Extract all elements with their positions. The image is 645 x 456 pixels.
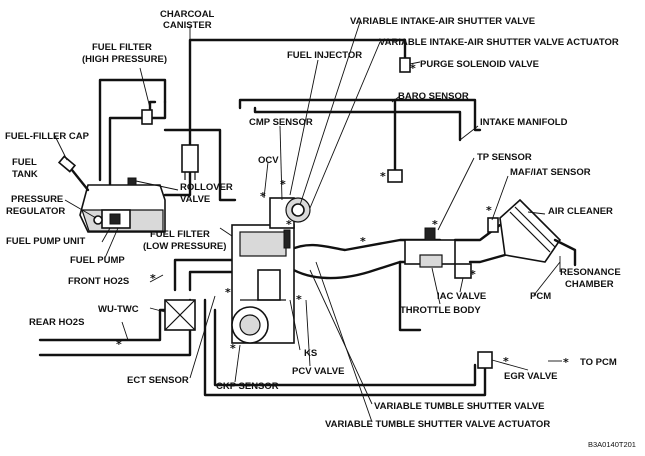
label-ks: KS xyxy=(304,348,317,359)
label-cmp-sensor: CMP SENSOR xyxy=(249,117,313,128)
ckp-marker: * xyxy=(230,342,236,355)
intake-runner-top xyxy=(288,238,442,252)
label-intake-manifold: INTAKE MANIFOLD xyxy=(480,117,568,128)
fuel-tank xyxy=(57,155,166,233)
egr-marker: * xyxy=(503,355,509,368)
label-resonance-chamber-1: RESONANCE xyxy=(560,267,621,278)
label-rollover-valve-2: VALVE xyxy=(180,194,210,205)
label-resonance-chamber-2: CHAMBER xyxy=(565,279,614,290)
label-to-pcm: TO PCM xyxy=(580,357,617,368)
throttle-body xyxy=(404,227,456,268)
cylinder-head xyxy=(269,197,311,229)
vis-marker: * xyxy=(360,235,366,248)
label-pressure-regulator-2: REGULATOR xyxy=(6,206,65,217)
ect-marker: * xyxy=(225,286,231,299)
ks-marker: * xyxy=(296,293,302,306)
label-charcoal-canister-1: CHARCOAL xyxy=(160,9,215,20)
label-fuel-filter-high-2: (HIGH PRESSURE) xyxy=(82,54,167,65)
wu-twc-converter xyxy=(164,299,196,331)
tp-marker: * xyxy=(432,218,438,231)
front-ho2s-marker: * xyxy=(150,272,156,285)
baro-marker: * xyxy=(380,170,386,183)
label-fuel-pump-unit: FUEL PUMP UNIT xyxy=(6,236,86,247)
rear-ho2s-marker: * xyxy=(116,338,122,351)
label-maf-iat-sensor: MAF/IAT SENSOR xyxy=(510,167,591,178)
pcm-markers: * * * * * * * * * * * * * * * xyxy=(116,62,509,368)
label-tp-sensor: TP SENSOR xyxy=(477,152,532,163)
fuel-injector xyxy=(283,229,291,249)
evap-line xyxy=(163,170,192,197)
air-cleaner xyxy=(499,198,577,267)
maf-marker: * xyxy=(486,204,492,217)
label-variable-intake-air-shutter-valve: VARIABLE INTAKE-AIR SHUTTER VALVE xyxy=(350,16,535,27)
intake-manifold-outline xyxy=(238,98,482,132)
fuel-filter-high xyxy=(141,109,153,125)
label-fuel-filler-cap: FUEL-FILLER CAP xyxy=(5,131,90,142)
label-fuel-injector: FUEL INJECTOR xyxy=(287,50,362,61)
label-wu-twc: WU-TWC xyxy=(98,304,139,315)
label-rear-ho2s: REAR HO2S xyxy=(29,317,84,328)
fuel-line-high xyxy=(98,78,167,182)
label-fuel-tank-2: TANK xyxy=(12,169,38,180)
intake-manifold-inner xyxy=(253,106,462,142)
component-labels: CHARCOAL CANISTER FUEL FILTER (HIGH PRES… xyxy=(5,9,636,449)
legend-symbol: * xyxy=(563,356,569,369)
ocv-marker: * xyxy=(260,190,266,203)
charcoal-canister xyxy=(181,144,199,180)
label-ect-sensor: ECT SENSOR xyxy=(127,375,189,386)
label-ocv: OCV xyxy=(258,155,279,166)
label-variable-intake-air-shutter-valve-actuator: VARIABLE INTAKE-AIR SHUTTER VALVE ACTUAT… xyxy=(379,37,619,48)
label-egr-valve: EGR VALVE xyxy=(504,371,558,382)
label-pressure-regulator-1: PRESSURE xyxy=(11,194,63,205)
rollover-valve xyxy=(127,177,137,186)
egr-valve xyxy=(477,351,493,369)
purge-solenoid-valve xyxy=(399,57,411,73)
egr-pipe xyxy=(203,298,487,397)
intake-lower-tube xyxy=(398,260,422,332)
label-pcv-valve: PCV VALVE xyxy=(292,366,344,377)
label-iac-valve: IAC VALVE xyxy=(437,291,486,302)
iac-marker: * xyxy=(470,268,476,281)
baro-sensor xyxy=(387,169,403,183)
label-fuel-filter-low-2: (LOW PRESSURE) xyxy=(143,241,226,252)
label-fuel-tank-1: FUEL xyxy=(12,157,37,168)
label-fuel-pump: FUEL PUMP xyxy=(70,255,125,266)
label-fuel-filter-high-1: FUEL FILTER xyxy=(92,42,152,53)
figure-code: B3A0140T201 xyxy=(588,440,636,449)
label-rollover-valve-1: ROLLOVER xyxy=(180,182,233,193)
label-baro-sensor: BARO SENSOR xyxy=(398,91,469,102)
fuel-line-to-rail xyxy=(163,128,237,202)
label-fuel-filter-low-1: FUEL FILTER xyxy=(150,229,210,240)
label-charcoal-canister-2: CANISTER xyxy=(163,20,212,31)
label-purge-solenoid-valve: PURGE SOLENOID VALVE xyxy=(420,59,539,70)
purge-marker: * xyxy=(410,62,416,75)
label-variable-tumble-shutter-valve-actuator: VARIABLE TUMBLE SHUTTER VALVE ACTUATOR xyxy=(325,419,550,430)
exhaust-manifold-2 xyxy=(188,270,237,292)
egr-pipe-inner xyxy=(213,308,477,387)
fuel-pump-unit xyxy=(93,209,131,229)
label-throttle-body: THROTTLE BODY xyxy=(400,305,481,316)
label-ckp-sensor: CKP SENSOR xyxy=(216,381,279,392)
maf-iat-sensor xyxy=(487,217,499,233)
air-duct-bottom xyxy=(468,253,507,264)
label-variable-tumble-shutter-valve: VARIABLE TUMBLE SHUTTER VALVE xyxy=(374,401,544,412)
label-air-cleaner: AIR CLEANER xyxy=(548,206,613,217)
leader-lines xyxy=(54,21,561,423)
label-front-ho2s: FRONT HO2S xyxy=(68,276,129,287)
label-pcm: PCM xyxy=(530,291,551,302)
iac-valve xyxy=(454,263,472,279)
injector-marker: * xyxy=(286,218,292,231)
intake-runner-bottom xyxy=(288,260,412,280)
cmp-marker: * xyxy=(280,178,286,191)
fuel-line-return xyxy=(108,100,167,188)
exhaust-manifold xyxy=(173,258,237,292)
purge-hose xyxy=(188,38,407,147)
